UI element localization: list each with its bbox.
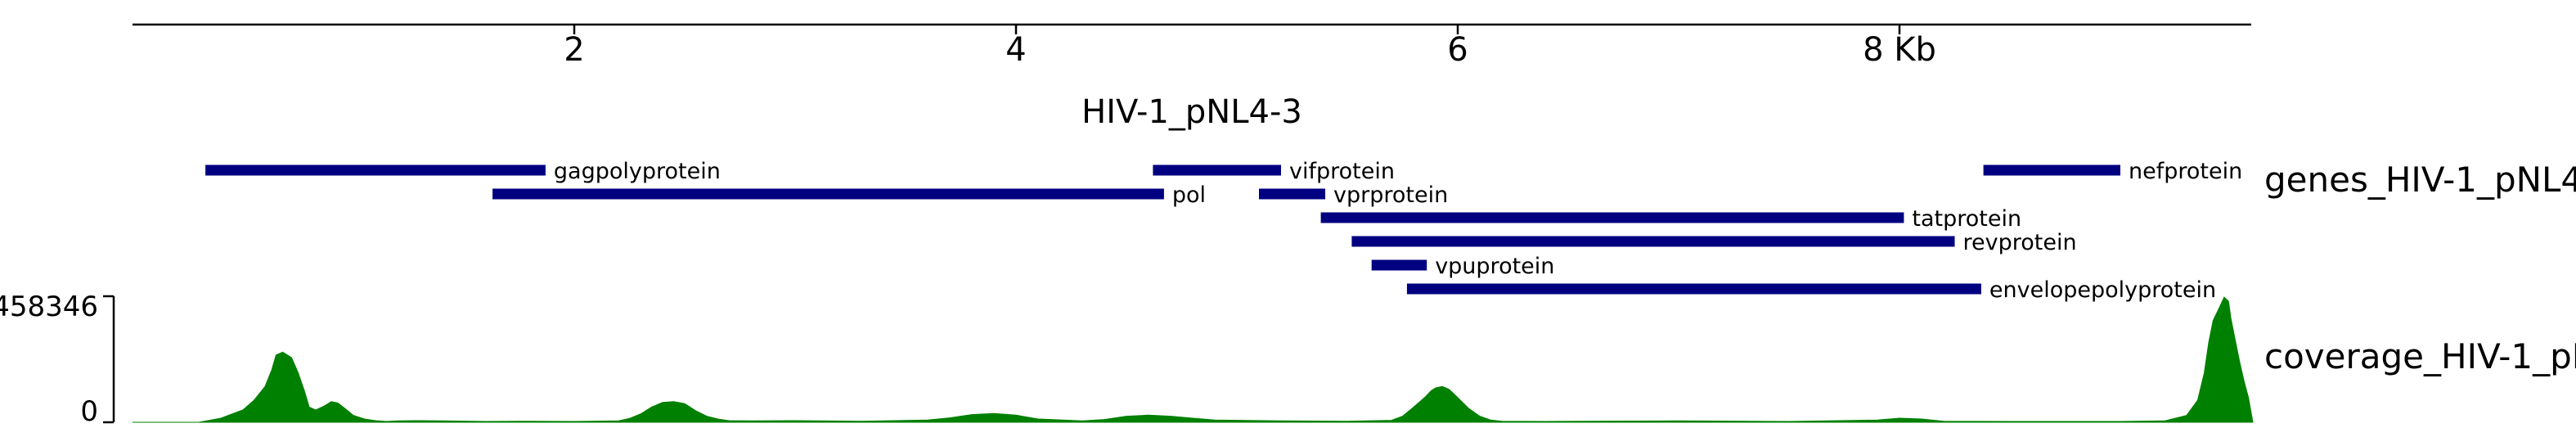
gene-features: gagpolyprotein vifprotein nefprotein pol vpr…	[205, 159, 2242, 303]
gene-feature-bar	[1153, 164, 1281, 176]
scale-axis: 2 4 6 8 Kb	[133, 23, 2251, 69]
gene-feature-label: envelopepolyprotein	[1989, 277, 2216, 303]
gene-feature-label: gagpolyprotein	[554, 159, 721, 184]
scale-ticks: 2 4 6 8 Kb	[564, 25, 1936, 69]
gene-feature-bar	[492, 188, 1164, 200]
coverage-area	[133, 296, 2254, 423]
scale-tick-label: 2	[564, 31, 584, 69]
gene-feature-bar	[1983, 164, 2120, 176]
coverage-y-min-label: 0	[80, 395, 98, 428]
gene-feature-bar	[1259, 188, 1325, 200]
gene-feature-label: vifprotein	[1289, 159, 1395, 184]
coverage-y-axis: 458346 0	[0, 291, 115, 428]
scale-tick-label: 4	[1005, 31, 1026, 69]
gene-feature-bar	[1351, 236, 1955, 247]
gene-feature-label: pol	[1172, 182, 1206, 208]
gene-feature-label: tatprotein	[1912, 206, 2021, 232]
coverage-track-label: coverage_HIV-1_pN	[2264, 336, 2576, 376]
gene-feature-label: nefprotein	[2129, 159, 2242, 184]
gene-feature-label: vpuprotein	[1435, 254, 1554, 279]
gene-feature-bar	[1371, 259, 1427, 271]
gene-feature-bar	[1320, 212, 1904, 223]
track-title: HIV-1_pNL4-3	[1081, 93, 1302, 131]
gene-feature-label: vprprotein	[1333, 182, 1448, 208]
scale-tick-label: 6	[1447, 31, 1468, 69]
coverage-y-max-label: 458346	[0, 291, 98, 323]
scale-tick-label: 8 Kb	[1863, 31, 1936, 69]
gene-feature-label: revprotein	[1963, 230, 2077, 255]
gene-track-label: genes_HIV-1_pNL4-	[2264, 160, 2576, 200]
gene-feature-bar	[205, 164, 546, 176]
gene-feature-bar	[1406, 283, 1981, 295]
